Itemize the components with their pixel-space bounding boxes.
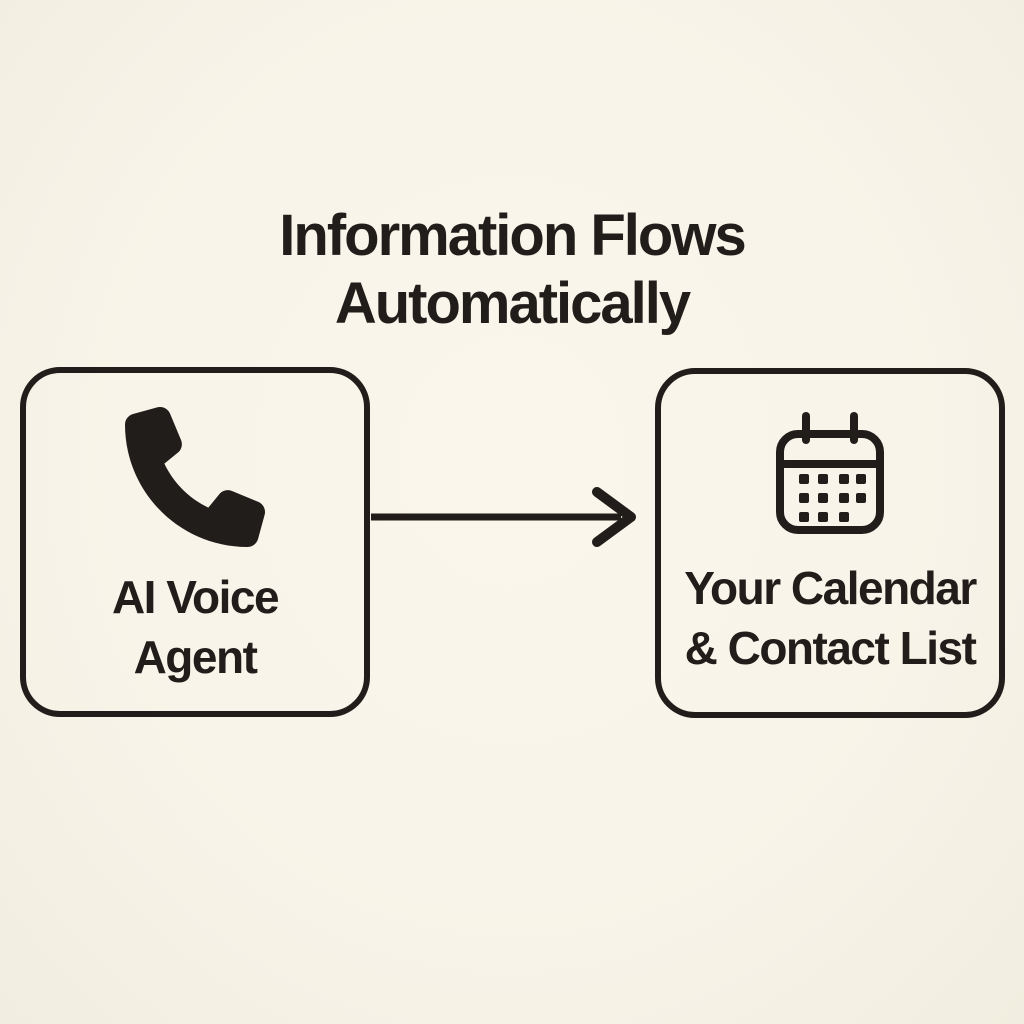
node-label-ai-voice-agent: AI Voice Agent — [26, 567, 364, 687]
node-label-line-1: AI Voice — [111, 571, 280, 623]
title-line-2: Automatically — [334, 271, 691, 336]
calendar-icon — [770, 406, 890, 542]
diagram-title: Information Flows Automatically — [0, 202, 1024, 338]
node-label-your-calendar-contact-list: Your Calendar & Contact List — [661, 558, 999, 678]
node-label-line-2: & Contact List — [684, 622, 977, 674]
node-ai-voice-agent: AI Voice Agent — [20, 367, 370, 717]
node-label-line-1: Your Calendar — [684, 562, 977, 614]
arrow-right-icon — [371, 487, 636, 547]
phone-icon — [125, 403, 265, 551]
node-your-calendar-contact-list: Your Calendar & Contact List — [655, 368, 1005, 718]
title-line-1: Information Flows — [279, 203, 746, 268]
node-label-line-2: Agent — [133, 631, 258, 683]
